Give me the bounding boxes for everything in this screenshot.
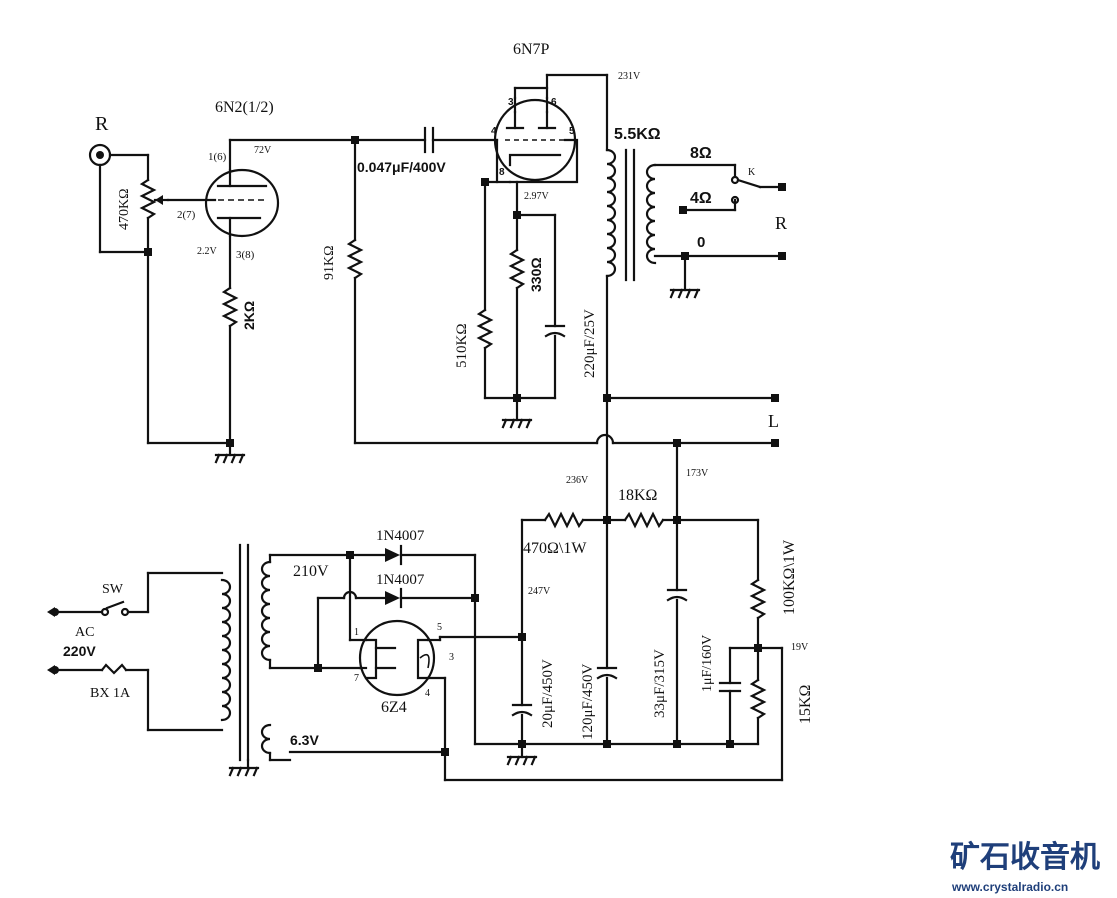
cap-1-label: 1μF/160V <box>700 635 715 692</box>
tube1-pin3: 3(8) <box>236 249 255 261</box>
pot-label: 470KΩ <box>117 188 132 230</box>
tube2-pin8: 8 <box>499 167 505 178</box>
cap-120-label: 120μF/450V <box>580 663 596 740</box>
tube2-pin3: 3 <box>508 97 514 108</box>
tap-8ohm: 8Ω <box>690 145 712 162</box>
voltage-19v: 19V <box>791 642 809 653</box>
tube-6n2 <box>204 138 280 238</box>
tube-6n7p <box>493 96 577 182</box>
winding-210v: 210V <box>293 563 329 580</box>
resistor-18k-label: 18KΩ <box>618 487 658 504</box>
rect-pin5: 5 <box>437 622 442 633</box>
input-label-r: R <box>95 113 109 135</box>
tube1-pin2: 2(7) <box>177 209 196 221</box>
resistor-15k-label: 15KΩ <box>797 684 814 724</box>
resistor-2k-label: 2KΩ <box>241 301 257 330</box>
tube2-pin5: 5 <box>569 126 575 137</box>
voltage-247v: 247V <box>528 586 551 597</box>
ground-symbol <box>501 396 533 429</box>
winding-6v3: 6.3V <box>290 732 319 748</box>
ground-symbol <box>669 254 701 299</box>
fuse-label: BX 1A <box>90 686 131 701</box>
site-logo-title: 矿石收音机 <box>950 840 1100 874</box>
rect-pin7: 7 <box>354 673 359 684</box>
rectifier-name: 6Z4 <box>381 699 407 716</box>
resistor-91k-label: 91KΩ <box>322 245 337 280</box>
site-logo-url: www.crystalradio.cn <box>951 880 1068 894</box>
rect-pin3: 3 <box>449 652 454 663</box>
voltage-231v: 231V <box>618 71 641 82</box>
diode-2-label: 1N4007 <box>376 572 425 588</box>
output-label-l: L <box>768 411 779 431</box>
input-jack <box>88 143 150 254</box>
voltage-236v: 236V <box>566 475 589 486</box>
rect-pin1: 1 <box>354 627 359 638</box>
diode-1-label: 1N4007 <box>376 528 425 544</box>
mains-voltage: 220V <box>63 643 96 659</box>
output-label-r: R <box>775 213 787 233</box>
tube1-name: 6N2(1/2) <box>215 99 274 116</box>
xfmr-impedance-label: 5.5KΩ <box>614 126 661 143</box>
resistor-510k-label: 510KΩ <box>454 324 470 368</box>
resistor-470-label: 470Ω\1W <box>523 540 587 557</box>
ground-symbol <box>506 742 538 766</box>
volume-potentiometer <box>139 153 217 445</box>
voltage-2v97: 2.97V <box>524 191 550 202</box>
tube1-pin1: 1(6) <box>208 151 227 163</box>
power-transformer <box>220 543 272 770</box>
ground-symbol <box>214 441 246 464</box>
switch-sw-label: SW <box>102 582 124 597</box>
tap-0: 0 <box>697 234 705 251</box>
switch-k: K <box>748 167 756 178</box>
output-transformer <box>605 148 657 282</box>
voltage-2v2: 2.2V <box>197 246 218 257</box>
ac-label: AC <box>75 625 94 640</box>
tube-6z4 <box>358 619 436 697</box>
resistor-100k-label: 100KΩ\1W <box>781 539 798 615</box>
resistor-330-label: 330Ω <box>528 257 544 292</box>
voltage-173v: 173V <box>686 468 709 479</box>
tube2-name: 6N7P <box>513 41 550 58</box>
cap-220-label: 220μF/25V <box>582 309 598 378</box>
tube2-pin4: 4 <box>491 126 497 137</box>
tube2-pin6: 6 <box>551 97 557 108</box>
cap-33-label: 33μF/315V <box>652 649 668 718</box>
rect-pin4: 4 <box>425 688 430 699</box>
tap-4ohm: 4Ω <box>690 190 712 207</box>
ground-symbol <box>228 766 260 777</box>
coupling-cap-label: 0.047μF/400V <box>357 159 446 175</box>
cap-20-label: 20μF/450V <box>540 659 556 728</box>
voltage-72v: 72V <box>254 145 272 156</box>
